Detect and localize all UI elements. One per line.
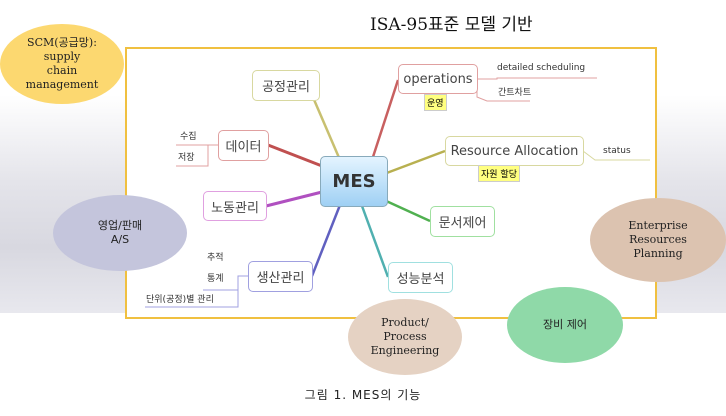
node-operations: operations xyxy=(398,64,478,94)
tag-resource: 자원 할당 xyxy=(478,165,520,182)
sub-store: 저장 xyxy=(178,153,195,163)
sub-gantt: 간트차트 xyxy=(498,88,532,98)
sub-status: status xyxy=(603,146,631,156)
ellipse-erp: Enterprise Resources Planning xyxy=(590,198,726,282)
sub-stats: 통계 xyxy=(207,274,224,284)
sub-unit-mgmt: 단위(공정)별 관리 xyxy=(146,295,214,305)
ellipse-scm: SCM(공급망): supply chain management xyxy=(0,24,124,104)
node-performance: 성능분석 xyxy=(388,262,453,293)
node-labor: 노동관리 xyxy=(203,191,267,221)
tag-operations: 운영 xyxy=(424,94,447,111)
ellipse-ppe: Product/ Process Engineering xyxy=(348,299,462,375)
node-data: 데이터 xyxy=(218,130,269,161)
node-process-mgmt: 공정관리 xyxy=(252,70,320,101)
figure-caption: 그림 1. MES의 기능 xyxy=(304,388,422,402)
ellipse-equipment: 장비 제어 xyxy=(507,287,623,363)
sub-trace: 추적 xyxy=(207,253,224,263)
page-title: ISA-95표준 모델 기반 xyxy=(370,15,533,35)
mes-center-node: MES xyxy=(320,156,388,207)
node-resource-allocation: Resource Allocation xyxy=(445,136,584,166)
sub-collect: 수집 xyxy=(180,132,197,142)
sub-detailed-scheduling: detailed scheduling xyxy=(497,63,586,73)
node-docs: 문서제어 xyxy=(430,206,495,237)
node-production: 생산관리 xyxy=(248,261,313,292)
ellipse-sales: 영업/판매 A/S xyxy=(53,195,187,271)
